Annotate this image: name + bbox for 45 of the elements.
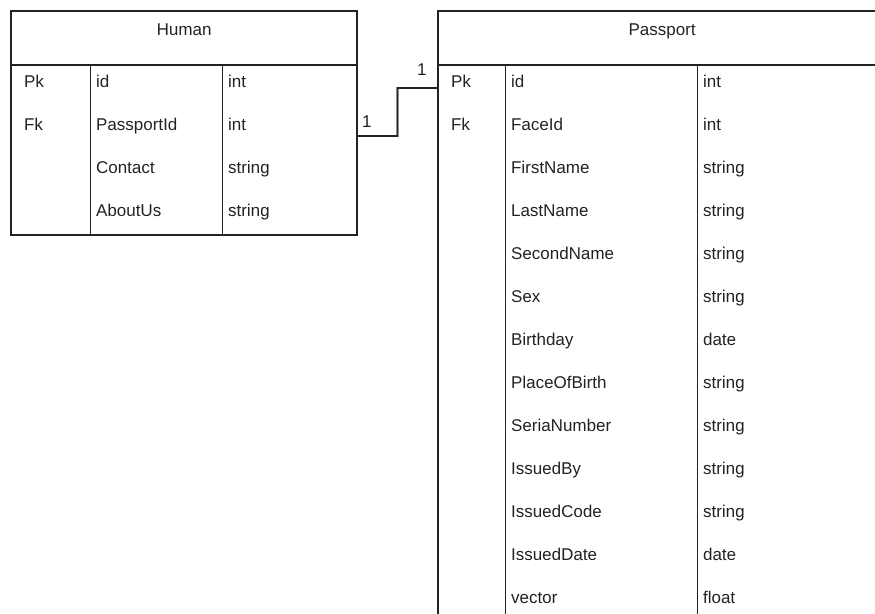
field-type: string <box>703 201 745 221</box>
field-type: string <box>703 459 745 479</box>
field-name: Birthday <box>511 330 574 350</box>
field-type: string <box>703 287 745 307</box>
field-name: PassportId <box>96 115 178 135</box>
field-name: Sex <box>511 287 540 307</box>
field-name: Contact <box>96 158 155 178</box>
field-name: IssuedBy <box>511 459 581 479</box>
field-type: string <box>703 158 745 178</box>
field-type: string <box>228 201 270 221</box>
table-title: Human <box>156 19 212 41</box>
field-name: LastName <box>511 201 588 221</box>
cardinality-label: 1 <box>417 60 426 80</box>
entity-table <box>437 10 875 614</box>
field-type: string <box>703 244 745 264</box>
field-type: date <box>703 330 736 350</box>
field-type: string <box>703 502 745 522</box>
field-type: string <box>228 158 270 178</box>
key-marker: Fk <box>451 115 470 135</box>
field-type: int <box>228 72 246 92</box>
field-type: float <box>703 588 736 608</box>
field-name: id <box>96 72 110 92</box>
field-name: FaceId <box>511 115 563 135</box>
field-name: IssuedDate <box>511 545 597 565</box>
field-type: int <box>703 115 721 135</box>
field-type: string <box>703 373 745 393</box>
key-marker: Fk <box>24 115 43 135</box>
cardinality-label: 1 <box>362 112 372 132</box>
field-name: AboutUs <box>96 201 162 221</box>
field-name: SecondName <box>511 244 614 264</box>
field-name: vector <box>511 588 558 608</box>
field-name: SeriaNumber <box>511 416 612 436</box>
field-name: FirstName <box>511 158 590 178</box>
field-type: int <box>228 115 246 135</box>
field-name: IssuedCode <box>511 502 602 522</box>
field-type: date <box>703 545 736 565</box>
entity-table <box>10 10 358 236</box>
key-marker: Pk <box>24 72 44 92</box>
field-name: PlaceOfBirth <box>511 373 606 393</box>
table-title: Passport <box>628 19 696 41</box>
relationship-line <box>358 87 437 137</box>
key-marker: Pk <box>451 72 471 92</box>
field-name: id <box>511 72 524 92</box>
field-type: string <box>703 416 745 436</box>
field-type: int <box>703 72 721 92</box>
